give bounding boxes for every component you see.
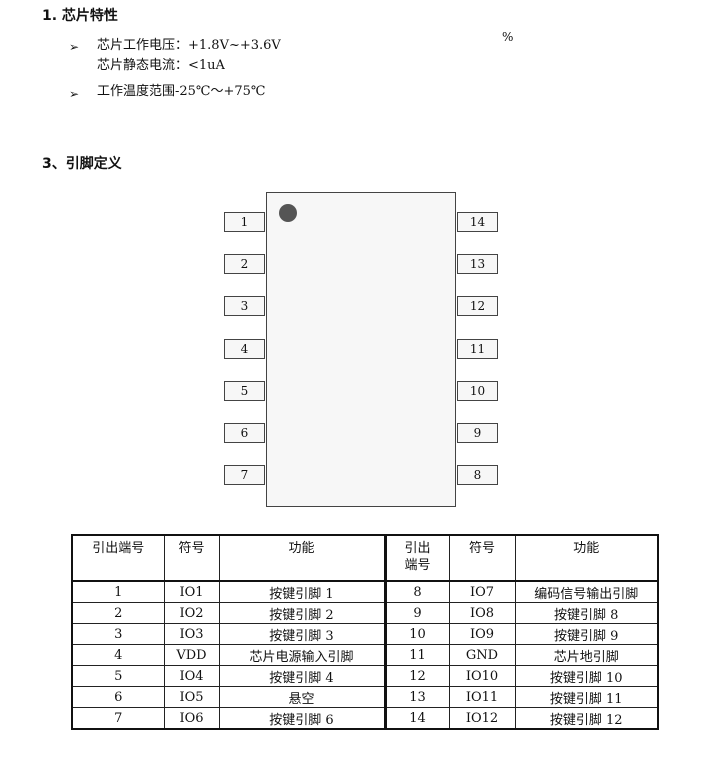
chip-pin-label: 3: [224, 296, 265, 316]
table-cell: IO1: [163, 580, 220, 603]
table-cell: 6: [71, 686, 165, 708]
table-cell: IO10: [448, 665, 516, 687]
table-cell: 14: [383, 707, 450, 730]
chip-pin-label: 8: [457, 465, 498, 485]
chip-pin-label: 2: [224, 254, 265, 274]
chip-body: [266, 192, 456, 507]
table-cell: IO2: [163, 602, 220, 624]
chip-pin-label: 4: [224, 339, 265, 359]
table-cell: 按键引脚 10: [514, 665, 659, 687]
table-cell: 3: [71, 623, 165, 645]
table-cell: 按键引脚 4: [218, 665, 386, 687]
table-cell: 按键引脚 6: [218, 707, 386, 730]
table-cell: GND: [448, 644, 516, 666]
table-cell: 按键引脚 12: [514, 707, 659, 730]
table-cell: 按键引脚 9: [514, 623, 659, 645]
table-cell: 按键引脚 1: [218, 580, 386, 603]
table-cell: 按键引脚 8: [514, 602, 659, 624]
table-cell: 芯片电源输入引脚: [218, 644, 386, 666]
chip-pin-label: 13: [457, 254, 498, 274]
header-symbol: 符号: [448, 534, 516, 582]
table-cell: 11: [383, 644, 450, 666]
table-cell: 12: [383, 665, 450, 687]
header-pin-no: 引出端号: [71, 534, 165, 582]
table-cell: 10: [383, 623, 450, 645]
table-header-row: 引出端号 符号 功能 引出 端号 符号 功能: [71, 534, 659, 582]
table-cell: 8: [383, 580, 450, 603]
chip-pin-label: 5: [224, 381, 265, 401]
table-cell: 按键引脚 3: [218, 623, 386, 645]
table-cell: IO5: [163, 686, 220, 708]
table-cell: IO8: [448, 602, 516, 624]
header-function: 功能: [514, 534, 659, 582]
section-1-title: 1. 芯片特性: [42, 8, 118, 24]
table-cell: IO4: [163, 665, 220, 687]
table-cell: 按键引脚 2: [218, 602, 386, 624]
table-cell: IO11: [448, 686, 516, 708]
header-function: 功能: [218, 534, 386, 582]
chip-pin-label: 10: [457, 381, 498, 401]
header-symbol: 符号: [163, 534, 220, 582]
table-cell: VDD: [163, 644, 220, 666]
table-cell: 13: [383, 686, 450, 708]
feature-voltage: 芯片工作电压：+1.8V~+3.6V: [97, 38, 281, 53]
chip-pin-label: 12: [457, 296, 498, 316]
table-cell: 按键引脚 11: [514, 686, 659, 708]
table-cell: 1: [71, 580, 165, 603]
table-cell: 9: [383, 602, 450, 624]
pin1-marker-dot: [279, 204, 297, 222]
chip-pin-label: 7: [224, 465, 265, 485]
bullet-arrow-icon: ➢: [69, 87, 80, 101]
table-cell: 4: [71, 644, 165, 666]
feature-current: 芯片静态电流：<1uA: [97, 58, 225, 73]
header-pin-no: 引出 端号: [383, 534, 450, 582]
table-cell: IO3: [163, 623, 220, 645]
chip-pin-label: 11: [457, 339, 498, 359]
chip-pin-label: 14: [457, 212, 498, 232]
section-3-title: 3、引脚定义: [42, 156, 122, 172]
table-cell: 7: [71, 707, 165, 730]
table-cell: 5: [71, 665, 165, 687]
table-cell: 芯片地引脚: [514, 644, 659, 666]
table-cell: 悬空: [218, 686, 386, 708]
stray-mark: %: [502, 30, 514, 44]
table-cell: 编码信号输出引脚: [514, 580, 659, 603]
table-cell: IO7: [448, 580, 516, 603]
table-cell: IO12: [448, 707, 516, 730]
feature-item: 工作温度范围-25℃～+75℃: [97, 82, 265, 102]
chip-pin-label: 6: [224, 423, 265, 443]
feature-item: 芯片工作电压：+1.8V~+3.6V 芯片静态电流：<1uA: [97, 36, 281, 76]
chip-pin-label: 9: [457, 423, 498, 443]
table-cell: IO6: [163, 707, 220, 730]
table-cell: IO9: [448, 623, 516, 645]
chip-pin-label: 1: [224, 212, 265, 232]
bullet-arrow-icon: ➢: [69, 40, 80, 54]
feature-temperature: 工作温度范围-25℃～+75℃: [97, 84, 266, 99]
table-cell: 2: [71, 602, 165, 624]
